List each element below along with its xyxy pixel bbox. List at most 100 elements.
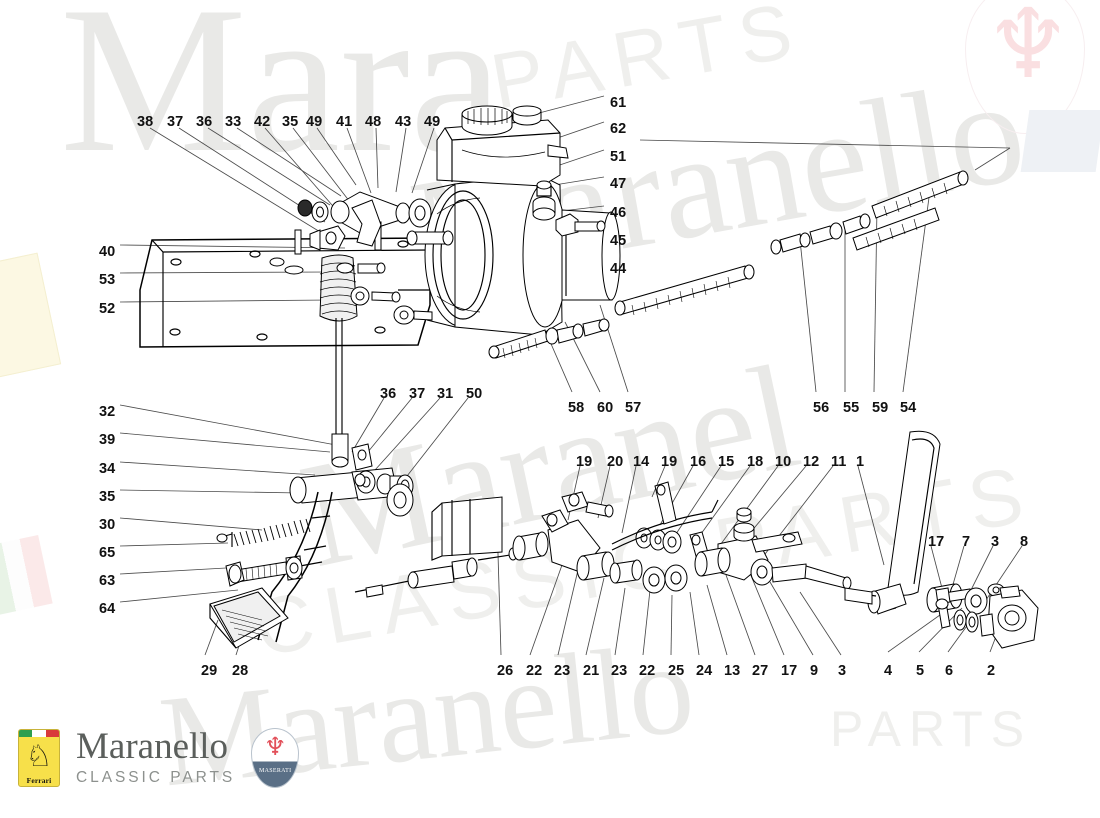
callout-45: 45: [610, 233, 627, 249]
callout-55: 55: [843, 400, 860, 416]
callout-34: 34: [99, 461, 116, 477]
maserati-wordmark: MASERATI: [258, 768, 292, 774]
callout-2: 2: [987, 663, 996, 679]
callout-13: 13: [724, 663, 741, 679]
callout-23-a: 23: [554, 663, 571, 679]
callout-21: 21: [583, 663, 600, 679]
callout-22-b: 22: [639, 663, 656, 679]
leader-lines-top: [149, 127, 435, 239]
brake-booster: [424, 174, 621, 336]
callout-51: 51: [610, 149, 627, 165]
callout-64: 64: [99, 601, 116, 617]
callout-15: 15: [718, 454, 735, 470]
brand-name: Maranello: [76, 725, 229, 767]
callout-42: 42: [254, 114, 271, 130]
callout-49-b: 49: [424, 114, 441, 130]
callout-46: 46: [610, 205, 627, 221]
ferrari-shield-logo: ♘ Ferrari: [18, 729, 60, 787]
accelerator-pedal-assembly: [844, 430, 1039, 649]
callout-36: 36: [196, 114, 213, 130]
leader-lines-bottom: [204, 519, 1001, 656]
callout-10: 10: [775, 454, 792, 470]
leader-lines-link-top: [567, 465, 885, 566]
callout-35-left: 35: [99, 489, 116, 505]
callout-37-mid: 37: [409, 386, 426, 402]
callout-57: 57: [625, 400, 642, 416]
callout-61: 61: [610, 95, 627, 111]
brake-pedal-assembly: [209, 443, 414, 649]
throttle-linkage-assembly: [354, 481, 852, 598]
callout-59: 59: [872, 400, 889, 416]
callout-62: 62: [610, 121, 627, 137]
callout-8: 8: [1020, 534, 1029, 550]
callout-19-b: 19: [661, 454, 678, 470]
callout-7: 7: [962, 534, 971, 550]
booster-fittings: [532, 180, 606, 237]
callout-26: 26: [497, 663, 514, 679]
callout-31: 31: [437, 386, 454, 402]
callout-39: 39: [99, 432, 116, 448]
callout-33: 33: [225, 114, 242, 130]
callout-65: 65: [99, 545, 116, 561]
brake-fluid-reservoir: [436, 105, 569, 187]
callout-29: 29: [201, 663, 218, 679]
callout-12: 12: [803, 454, 820, 470]
callout-37: 37: [167, 114, 184, 130]
callout-20: 20: [607, 454, 624, 470]
callout-18: 18: [747, 454, 764, 470]
callout-38: 38: [137, 114, 154, 130]
callout-24: 24: [696, 663, 713, 679]
callout-49-a: 49: [306, 114, 323, 130]
callout-6: 6: [945, 663, 954, 679]
callout-17-bottom: 17: [781, 663, 798, 679]
pedal-pivot-bolt: [225, 555, 303, 587]
callout-3-bottom: 3: [838, 663, 847, 679]
leader-lines-left-lower: [119, 404, 337, 603]
callout-9: 9: [810, 663, 819, 679]
callout-47: 47: [610, 176, 627, 192]
prancing-horse-icon: ♘: [25, 739, 53, 773]
callout-28: 28: [232, 663, 249, 679]
brake-hoses-left: [488, 264, 755, 359]
callout-27: 27: [752, 663, 769, 679]
callout-4: 4: [884, 663, 893, 679]
callout-40: 40: [99, 244, 116, 260]
callout-23-b: 23: [611, 663, 628, 679]
trident-icon: ♆: [263, 732, 287, 761]
parts-illustration: [119, 95, 1039, 656]
callout-52: 52: [99, 301, 116, 317]
maserati-logo: ♆ MASERATI: [251, 728, 300, 788]
callout-60: 60: [597, 400, 614, 416]
callout-54: 54: [900, 400, 917, 416]
pedal-return-spring: [216, 515, 331, 547]
callout-32: 32: [99, 404, 116, 420]
callout-17-right: 17: [928, 534, 945, 550]
callout-41: 41: [336, 114, 353, 130]
callout-56: 56: [813, 400, 830, 416]
callout-1: 1: [856, 454, 865, 470]
callout-58: 58: [568, 400, 585, 416]
callout-19-a: 19: [576, 454, 593, 470]
callout-50: 50: [466, 386, 483, 402]
italian-flag-stripe: [19, 730, 59, 737]
callout-30: 30: [99, 517, 116, 533]
callout-48: 48: [365, 114, 382, 130]
callout-25: 25: [668, 663, 685, 679]
callout-16: 16: [690, 454, 707, 470]
callout-35-top: 35: [282, 114, 299, 130]
callout-11: 11: [831, 454, 847, 470]
leader-lines-mid-upper: [351, 397, 469, 486]
callout-5: 5: [916, 663, 925, 679]
callout-63: 63: [99, 573, 116, 589]
callout-14: 14: [633, 454, 650, 470]
callout-53: 53: [99, 272, 116, 288]
callout-36-mid: 36: [380, 386, 397, 402]
brand-subtitle: CLASSIC PARTS: [76, 769, 236, 787]
callout-43: 43: [395, 114, 412, 130]
callout-3-right: 3: [991, 534, 1000, 550]
pushrod-cluster: [269, 191, 454, 325]
brake-hoses-right: [639, 139, 1011, 255]
ferrari-wordmark: Ferrari: [26, 776, 52, 785]
callout-22-a: 22: [526, 663, 543, 679]
